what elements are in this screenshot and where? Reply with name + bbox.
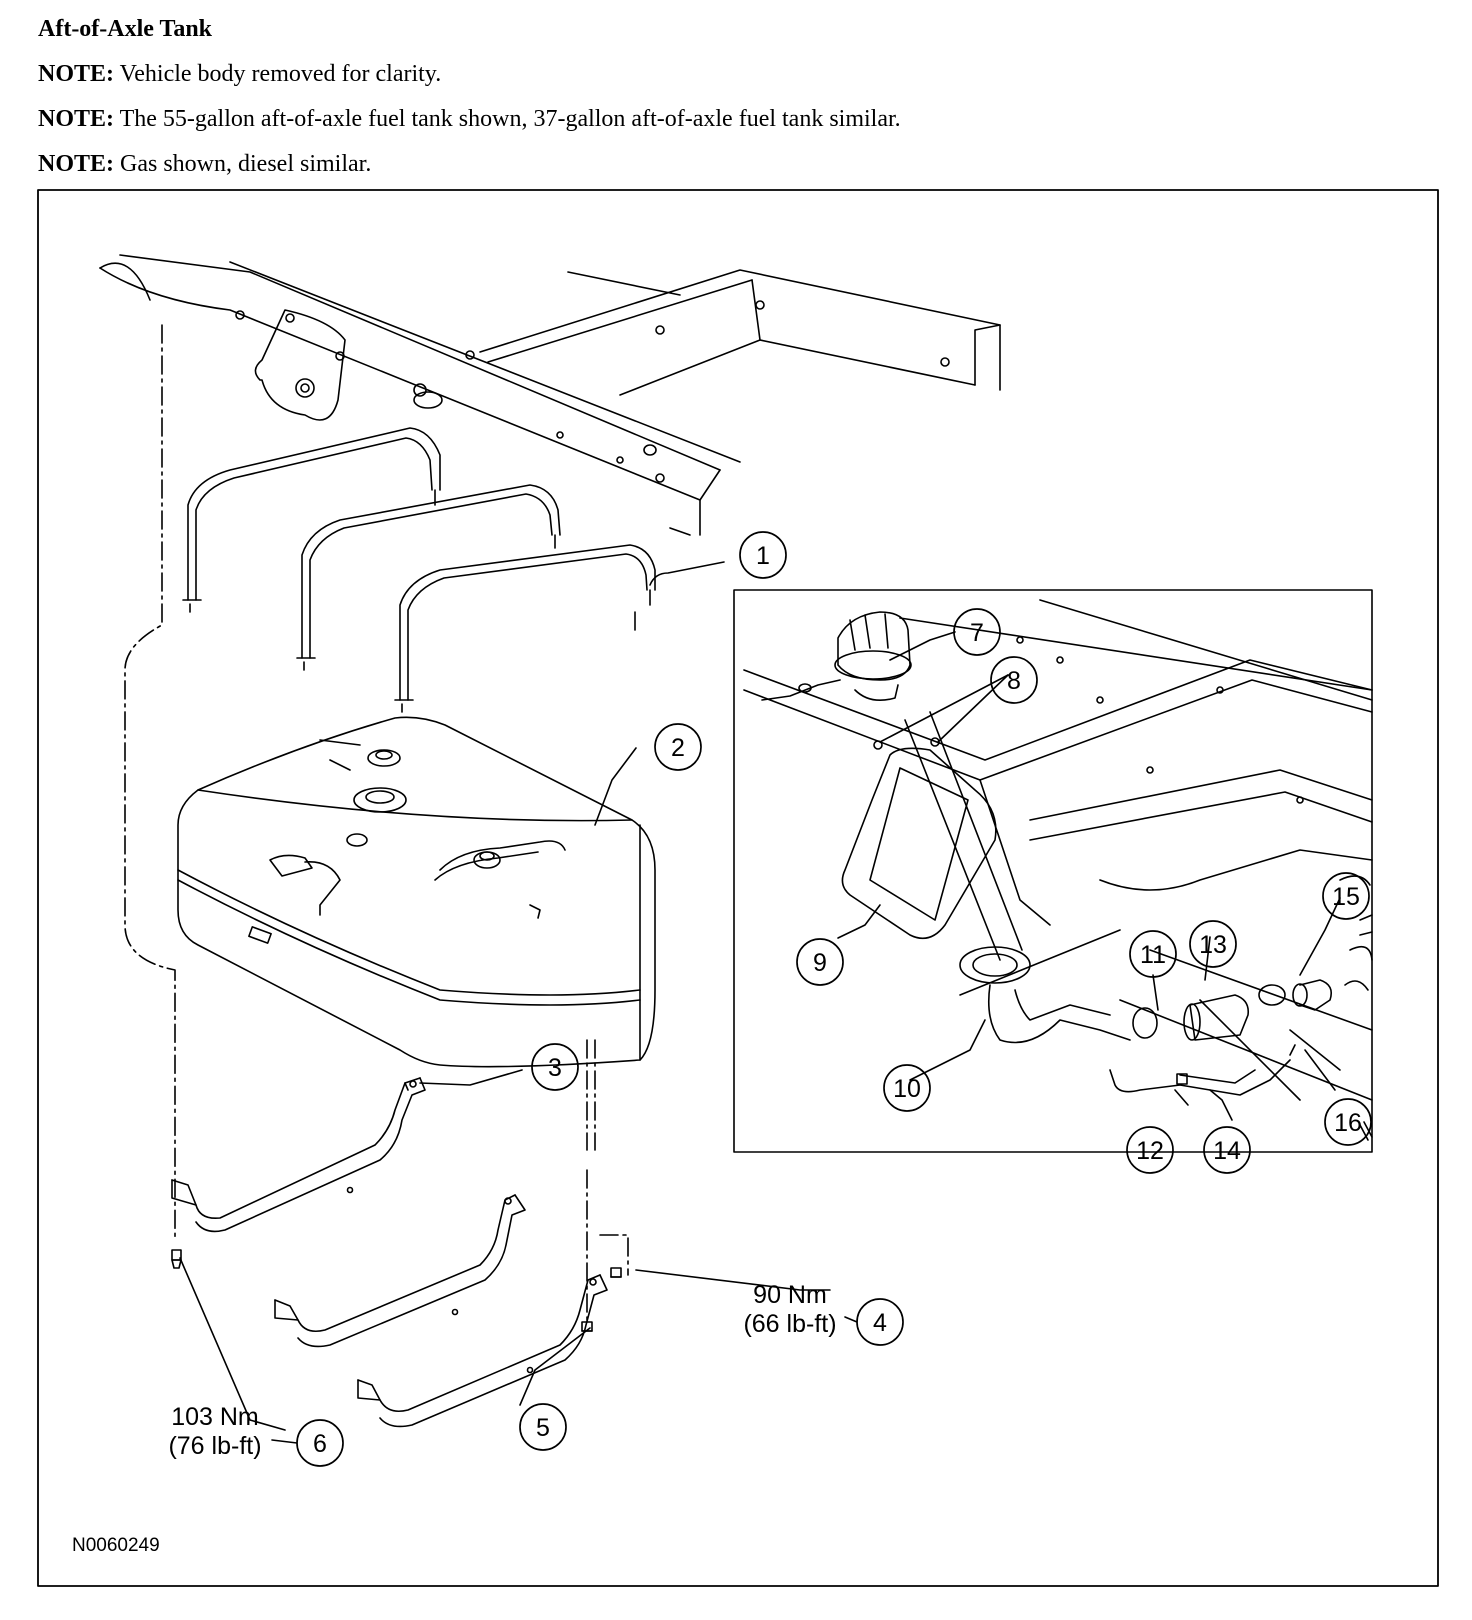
- callout-11-label: 11: [1140, 941, 1166, 969]
- section-title: Aft-of-Axle Tank: [38, 16, 213, 42]
- callout-2-circle: [654, 723, 702, 771]
- callout-12-circle: [1126, 1126, 1174, 1174]
- callout-7-label: 7: [970, 619, 984, 647]
- callout-13-label: 13: [1199, 931, 1227, 959]
- torque-4-nm: 90 Nm: [753, 1281, 827, 1309]
- callout-12-label: 12: [1136, 1137, 1164, 1165]
- inset-callout-leaders: [837, 631, 1341, 1121]
- callout-3-circle: [531, 1043, 579, 1091]
- callout-4-label: 4: [873, 1309, 887, 1337]
- alignment-lines: [124, 324, 636, 1321]
- torque-6-lbft: (76 lb-ft): [168, 1432, 261, 1460]
- callout-10-circle: [883, 1064, 931, 1112]
- callout-5-label: 5: [536, 1414, 550, 1442]
- callout-14-label: 14: [1213, 1137, 1241, 1165]
- figure-id: N0060249: [72, 1535, 160, 1556]
- callout-2-label: 2: [671, 734, 685, 762]
- callout-3-label: 3: [548, 1054, 562, 1082]
- callout-10-label: 10: [893, 1075, 921, 1103]
- frame-rail: [99, 254, 1001, 536]
- note-3: NOTE: Gas shown, diesel similar.: [38, 151, 372, 177]
- callout-8-label: 8: [1007, 667, 1021, 695]
- upper-tank-straps: [182, 427, 656, 713]
- lower-tank-straps: [171, 1077, 608, 1428]
- callout-9-circle: [796, 938, 844, 986]
- callout-16-circle: [1324, 1098, 1372, 1146]
- callout-1-circle: [739, 531, 787, 579]
- torque-4-leader: [844, 1316, 858, 1323]
- note-2: NOTE: The 55-gallon aft-of-axle fuel tan…: [38, 106, 901, 132]
- callout-6-label: 6: [313, 1430, 327, 1458]
- callout-5-circle: [519, 1403, 567, 1451]
- torque-6-nm: 103 Nm: [171, 1403, 259, 1431]
- callout-9-label: 9: [813, 949, 827, 977]
- callout-16-label: 16: [1334, 1109, 1362, 1137]
- inset-frame: [733, 589, 1373, 1153]
- callout-11-circle: [1129, 930, 1177, 978]
- callout-15-circle: [1322, 872, 1370, 920]
- torque-6-leader: [271, 1439, 298, 1444]
- callout-7-circle: [953, 608, 1001, 656]
- callout-14-circle: [1203, 1126, 1251, 1174]
- callout-15-label: 15: [1332, 883, 1360, 911]
- torque-4-lbft: (66 lb-ft): [743, 1310, 836, 1338]
- callout-8-circle: [990, 656, 1038, 704]
- note-1: NOTE: Vehicle body removed for clarity.: [38, 61, 442, 87]
- fuel-tank: [177, 716, 656, 1068]
- callout-13-circle: [1189, 920, 1237, 968]
- callout-1-label: 1: [756, 542, 770, 570]
- fasteners: [171, 1249, 622, 1332]
- inset-filler-assembly: [743, 599, 1373, 1141]
- callout-leaders: [179, 561, 831, 1431]
- diagram-frame: [37, 189, 1439, 1587]
